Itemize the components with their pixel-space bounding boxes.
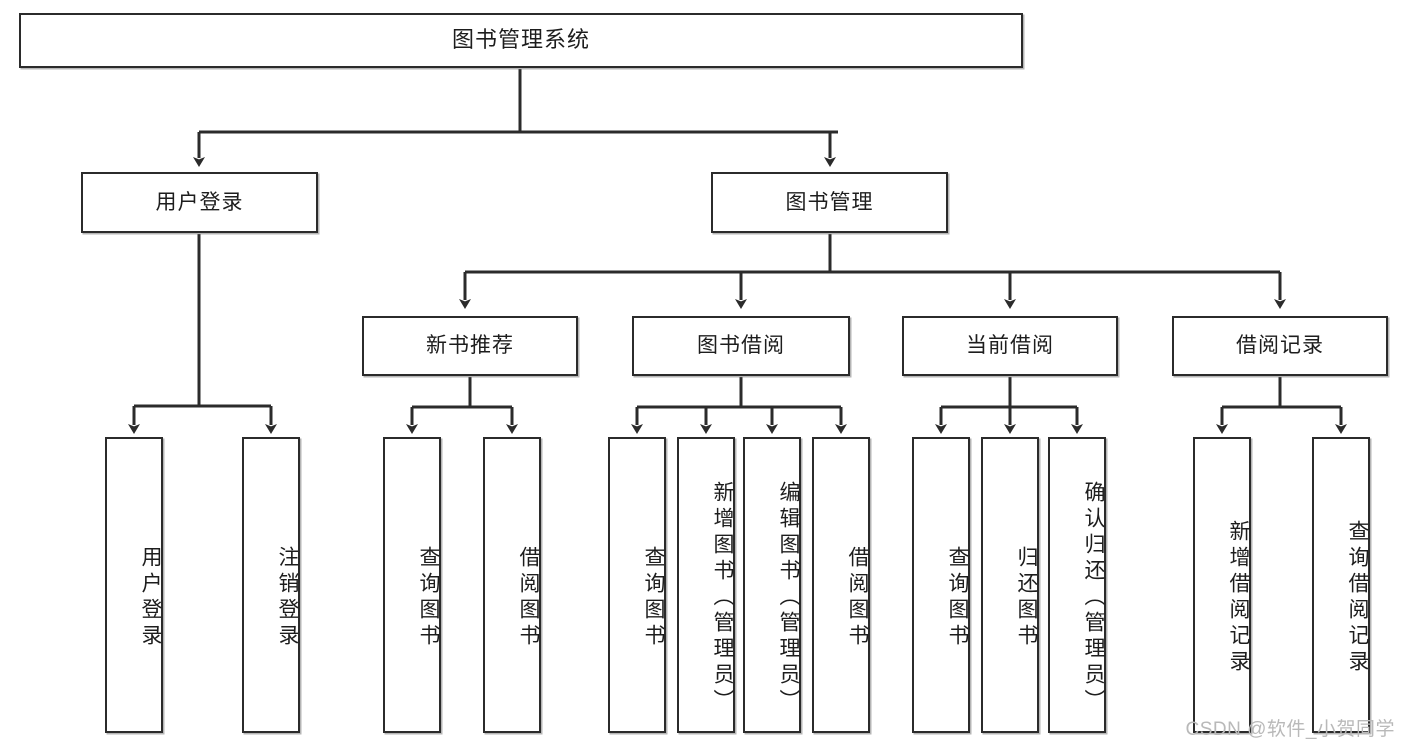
leaf-borrow-book[interactable]: 借阅图书 <box>812 437 870 733</box>
leaf-edit-book[interactable]: 编辑图书（管理员） <box>743 437 801 733</box>
node-borrow-record[interactable]: 借阅记录 <box>1172 316 1388 376</box>
leaf-borrow-book-recommend[interactable]: 借阅图书 <box>483 437 541 733</box>
leaf-return-book[interactable]: 归还图书 <box>981 437 1039 733</box>
node-book-borrow[interactable]: 图书借阅 <box>632 316 850 376</box>
leaf-label: 注销登录 <box>276 546 299 650</box>
leaf-add-borrow-record[interactable]: 新增借阅记录 <box>1193 437 1251 733</box>
node-new-book-recommend[interactable]: 新书推荐 <box>362 316 578 376</box>
leaf-label: 新增借阅记录 <box>1227 520 1250 676</box>
leaf-confirm-return[interactable]: 确认归还（管理员） <box>1048 437 1106 733</box>
leaf-label: 借阅图书 <box>846 546 869 650</box>
leaf-label: 查询借阅记录 <box>1346 520 1369 676</box>
node-root-system[interactable]: 图书管理系统 <box>19 13 1023 68</box>
leaf-label: 查询图书 <box>642 546 665 650</box>
leaf-query-book-borrow[interactable]: 查询图书 <box>608 437 666 733</box>
leaf-label: 归还图书 <box>1015 546 1038 650</box>
leaf-query-book-current[interactable]: 查询图书 <box>912 437 970 733</box>
leaf-label: 编辑图书（管理员） <box>777 481 800 715</box>
leaf-label: 新增图书（管理员） <box>711 481 734 715</box>
leaf-label: 用户登录 <box>139 546 162 650</box>
node-book-management[interactable]: 图书管理 <box>711 172 948 233</box>
leaf-user-login[interactable]: 用户登录 <box>105 437 163 733</box>
node-user-login[interactable]: 用户登录 <box>81 172 318 233</box>
leaf-label: 查询图书 <box>946 546 969 650</box>
leaf-query-book-recommend[interactable]: 查询图书 <box>383 437 441 733</box>
leaf-label: 查询图书 <box>417 546 440 650</box>
watermark-text: CSDN @软件_小贺同学 <box>1185 719 1395 740</box>
leaf-logout[interactable]: 注销登录 <box>242 437 300 733</box>
node-current-borrow[interactable]: 当前借阅 <box>902 316 1118 376</box>
leaf-label: 确认归还（管理员） <box>1082 481 1105 715</box>
leaf-label: 借阅图书 <box>517 546 540 650</box>
leaf-add-book[interactable]: 新增图书（管理员） <box>677 437 735 733</box>
leaf-query-borrow-record[interactable]: 查询借阅记录 <box>1312 437 1370 733</box>
